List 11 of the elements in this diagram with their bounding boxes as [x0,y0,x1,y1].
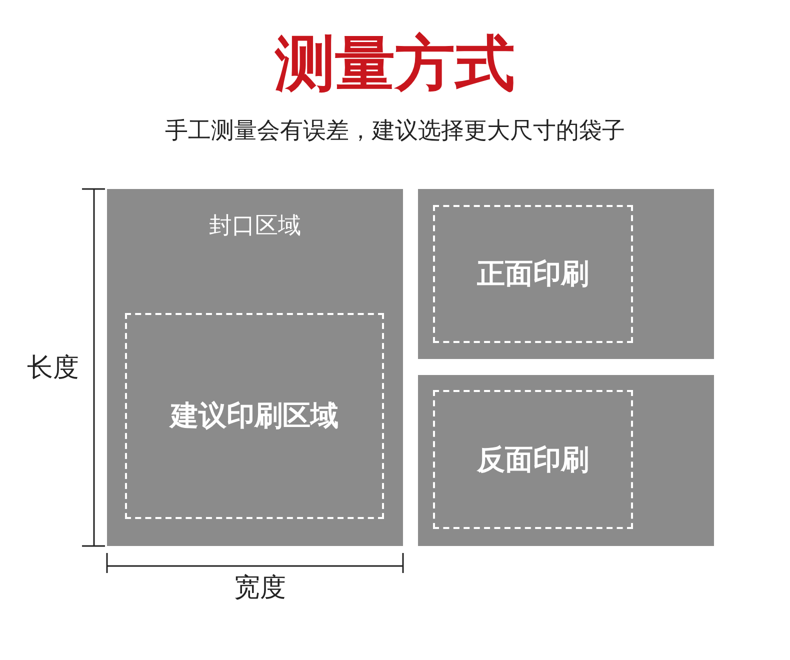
panel [418,189,714,359]
panel [418,375,714,546]
panel [107,189,403,546]
subtitle: 手工测量会有误差，建议选择更大尺寸的袋子 [165,117,625,146]
dashed-box: 正面印刷 [433,205,633,343]
title: 测量方式 [275,28,515,101]
area-heading: 封口区域 [209,212,301,241]
dashed-box: 建议印刷区域 [125,313,384,519]
dimension-label: 宽度 [234,572,286,605]
dashed-box: 反面印刷 [433,390,633,529]
dimension-label: 长度 [27,352,79,385]
